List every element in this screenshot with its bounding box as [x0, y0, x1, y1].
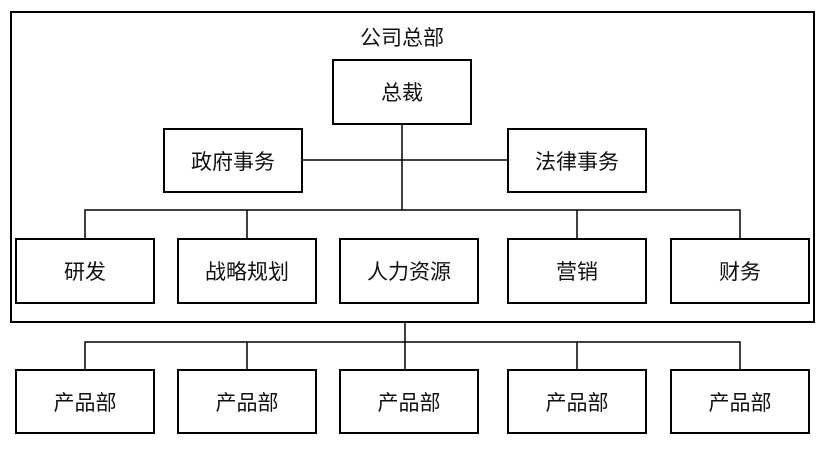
node-product-unit-4[interactable]: 产品部 — [507, 369, 647, 434]
node-product-unit-1[interactable]: 产品部 — [15, 369, 155, 434]
node-product-unit-5[interactable]: 产品部 — [670, 369, 810, 434]
chart-title: 公司总部 — [360, 27, 444, 50]
node-dept-hr[interactable]: 人力资源 — [339, 238, 479, 304]
connector-department-rail — [84, 209, 741, 238]
node-president[interactable]: 总裁 — [332, 59, 472, 125]
node-government-affairs[interactable]: 政府事务 — [163, 128, 303, 193]
connector-product-rail — [84, 341, 741, 369]
headquarters-boundary — [10, 11, 815, 323]
node-product-unit-2[interactable]: 产品部 — [177, 369, 317, 434]
node-dept-rnd[interactable]: 研发 — [15, 238, 155, 304]
node-dept-finance[interactable]: 财务 — [670, 238, 810, 304]
node-dept-strategy[interactable]: 战略规划 — [177, 238, 317, 304]
node-legal-affairs[interactable]: 法律事务 — [507, 128, 647, 193]
node-product-unit-3[interactable]: 产品部 — [339, 369, 479, 434]
node-dept-marketing[interactable]: 营销 — [507, 238, 647, 304]
